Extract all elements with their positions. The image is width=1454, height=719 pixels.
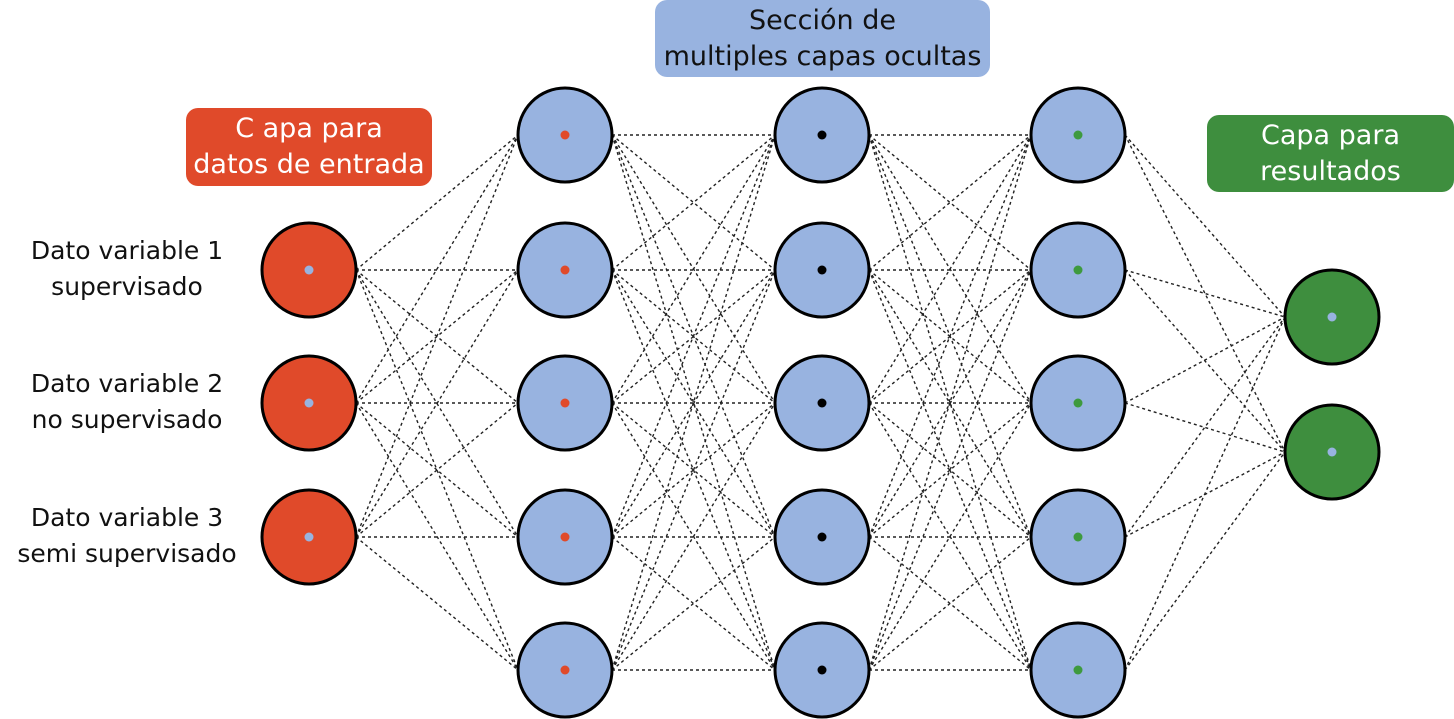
node-center-dot bbox=[1073, 532, 1083, 542]
title-line: Sección de bbox=[749, 4, 896, 36]
connection-line bbox=[868, 402, 1032, 538]
connection-line bbox=[611, 269, 776, 404]
node-center-dot bbox=[817, 265, 827, 275]
title-line: Capa para bbox=[1261, 119, 1400, 151]
node-center-dot bbox=[1073, 398, 1083, 408]
node-center-dot bbox=[304, 265, 314, 275]
output-layer-title: Capa para resultados bbox=[1207, 115, 1454, 192]
connection-line bbox=[355, 134, 519, 271]
connection-line bbox=[868, 402, 1032, 671]
node-center-dot bbox=[560, 398, 570, 408]
label-line: Dato variable 2 bbox=[30, 369, 224, 398]
label-line: Dato variable 1 bbox=[30, 236, 224, 265]
node-center-dot bbox=[304, 532, 314, 542]
connection-line bbox=[868, 536, 1032, 671]
connection-line bbox=[355, 269, 519, 671]
node-center-dot bbox=[817, 130, 827, 140]
input-layer-title: C apa para datos de entrada bbox=[186, 108, 432, 186]
title-line: C apa para bbox=[235, 113, 383, 144]
connection-line bbox=[1124, 316, 1286, 671]
connection-line bbox=[868, 134, 1032, 271]
node-center-dot bbox=[1073, 130, 1083, 140]
label-line: Dato variable 3 bbox=[30, 503, 224, 532]
node-center-dot bbox=[817, 665, 827, 675]
connection-line bbox=[355, 134, 519, 404]
input-label-2: Dato variable 2 no supervisado bbox=[2, 366, 252, 438]
connection-line bbox=[611, 402, 776, 538]
connection-line bbox=[868, 134, 1032, 404]
connection-line bbox=[868, 134, 1032, 538]
connection-line bbox=[611, 536, 776, 671]
connection-line bbox=[611, 402, 776, 671]
connection-line bbox=[1124, 134, 1286, 318]
label-line: no supervisado bbox=[31, 405, 223, 434]
title-line: resultados bbox=[1260, 155, 1401, 187]
node-center-dot bbox=[817, 398, 827, 408]
input-label-1: Dato variable 1 supervisado bbox=[2, 233, 252, 305]
connection-line bbox=[868, 134, 1032, 271]
title-line: multiples capas ocultas bbox=[663, 40, 982, 72]
connection-line bbox=[611, 134, 776, 271]
connection-line bbox=[611, 134, 776, 271]
node-center-dot bbox=[560, 265, 570, 275]
connection-line bbox=[1124, 402, 1286, 453]
connection-line bbox=[1124, 134, 1286, 453]
connection-line bbox=[355, 134, 519, 538]
node-center-dot bbox=[560, 130, 570, 140]
connection-line bbox=[1124, 451, 1286, 671]
node-center-dot bbox=[1327, 312, 1337, 322]
node-center-dot bbox=[1073, 665, 1083, 675]
node-center-dot bbox=[304, 398, 314, 408]
node-center-dot bbox=[817, 532, 827, 542]
node-center-dot bbox=[1073, 265, 1083, 275]
node-center-dot bbox=[560, 532, 570, 542]
node-center-dot bbox=[1327, 447, 1337, 457]
connection-line bbox=[611, 402, 776, 538]
connection-line bbox=[1124, 269, 1286, 453]
title-line: datos de entrada bbox=[193, 149, 425, 180]
hidden-layers-title: Sección de multiples capas ocultas bbox=[655, 0, 990, 77]
connection-line bbox=[1124, 316, 1286, 404]
connection-line bbox=[355, 402, 519, 538]
connection-line bbox=[1124, 316, 1286, 538]
connection-line bbox=[611, 134, 776, 538]
label-line: semi supervisado bbox=[17, 539, 237, 568]
connection-line bbox=[355, 269, 519, 538]
label-line: supervisado bbox=[51, 272, 203, 301]
connection-line bbox=[1124, 269, 1286, 318]
connection-line bbox=[611, 536, 776, 671]
input-label-3: Dato variable 3 semi supervisado bbox=[2, 500, 252, 572]
connection-line bbox=[868, 402, 1032, 538]
connection-line bbox=[611, 134, 776, 404]
connection-line bbox=[355, 536, 519, 671]
node-center-dot bbox=[560, 665, 570, 675]
connection-line bbox=[611, 269, 776, 404]
connection-line bbox=[355, 402, 519, 538]
